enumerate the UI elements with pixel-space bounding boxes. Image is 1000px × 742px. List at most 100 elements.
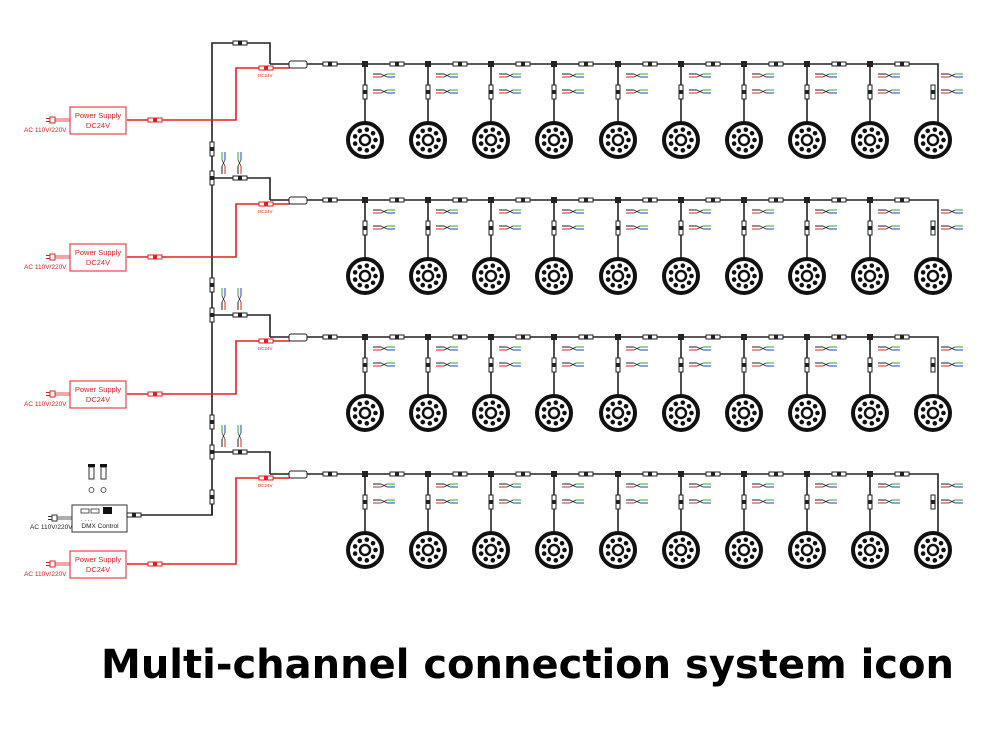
lamp-led bbox=[370, 130, 376, 136]
connector-icon bbox=[804, 494, 810, 510]
wire bbox=[443, 499, 451, 504]
wire bbox=[822, 483, 830, 488]
t-connector-icon bbox=[488, 197, 494, 203]
connector-icon bbox=[642, 334, 658, 340]
lamp-led bbox=[869, 148, 875, 153]
connector-nut bbox=[328, 471, 332, 477]
connector-icon bbox=[362, 220, 368, 236]
lamp-led bbox=[673, 419, 679, 425]
lamp-led bbox=[794, 270, 800, 275]
lamp-led bbox=[541, 407, 547, 412]
connector-nut bbox=[648, 197, 652, 203]
t-connector-icon bbox=[615, 197, 621, 203]
lamp-led bbox=[415, 407, 421, 412]
wire-splice-icon bbox=[562, 209, 584, 214]
lamp-led bbox=[878, 273, 883, 279]
lamp-led bbox=[541, 414, 547, 419]
wire-splice-icon bbox=[878, 362, 900, 367]
wire bbox=[633, 225, 641, 230]
t-connector-icon bbox=[678, 334, 684, 340]
lamp-led bbox=[553, 400, 559, 405]
underwater-lamp-icon bbox=[725, 394, 763, 432]
connector-nut bbox=[488, 500, 494, 504]
lamp-led bbox=[370, 266, 376, 272]
connector-nut bbox=[837, 61, 841, 67]
wire bbox=[696, 225, 704, 230]
connector-nut bbox=[867, 363, 873, 367]
lamp-led bbox=[357, 282, 363, 288]
wire bbox=[506, 89, 514, 94]
connector-icon bbox=[867, 357, 873, 373]
lamp-led bbox=[752, 273, 757, 279]
connector-nut bbox=[930, 90, 936, 94]
connector-icon bbox=[258, 475, 274, 481]
connector-icon bbox=[126, 512, 142, 518]
t-connector-icon bbox=[804, 197, 810, 203]
lamp-led bbox=[427, 263, 433, 268]
lamp-led bbox=[623, 130, 629, 136]
underwater-lamp-icon bbox=[346, 531, 384, 569]
lamp-led bbox=[433, 144, 439, 150]
lamp-led bbox=[364, 400, 370, 405]
lamp-led bbox=[559, 266, 565, 272]
lamp-led bbox=[799, 282, 805, 288]
lamp-led bbox=[878, 137, 883, 143]
lamp-led bbox=[932, 148, 938, 153]
lamp-led bbox=[415, 551, 421, 556]
lamp-led bbox=[869, 400, 875, 405]
lamp-center bbox=[358, 543, 372, 557]
connector-nut bbox=[584, 61, 588, 67]
ac-input-label: AC 110V/220V bbox=[24, 571, 67, 578]
wire bbox=[633, 73, 641, 78]
connector-icon bbox=[804, 357, 810, 373]
lamp-led bbox=[857, 414, 863, 419]
lamp-led bbox=[736, 556, 742, 562]
wire-splice-icon bbox=[878, 346, 900, 351]
connector-icon bbox=[578, 61, 594, 67]
connector-icon bbox=[232, 40, 248, 46]
t-connector-icon bbox=[615, 334, 621, 340]
connector-icon bbox=[209, 170, 215, 186]
lamp-led bbox=[433, 554, 439, 560]
lamp-led bbox=[357, 146, 363, 152]
lamp-led bbox=[920, 414, 926, 419]
terminator-icon bbox=[88, 466, 95, 480]
lamp-led bbox=[541, 134, 547, 139]
underwater-lamp-icon bbox=[535, 531, 573, 569]
underwater-lamp-icon bbox=[662, 394, 700, 432]
lamp-led bbox=[794, 407, 800, 412]
lamp-led bbox=[869, 263, 875, 268]
connector-icon bbox=[209, 414, 215, 430]
connector-nut bbox=[741, 363, 747, 367]
lamp-led bbox=[806, 284, 812, 289]
wire bbox=[506, 346, 514, 351]
lamp-led bbox=[862, 401, 868, 407]
lamp-led bbox=[743, 284, 749, 289]
lamp-led bbox=[941, 273, 946, 279]
connector-icon bbox=[578, 334, 594, 340]
lamp-led bbox=[736, 264, 742, 270]
lamp-led bbox=[686, 266, 692, 272]
connector-nut bbox=[521, 61, 525, 67]
lamp-led bbox=[925, 538, 931, 544]
lamp-led bbox=[794, 141, 800, 146]
lamp-led bbox=[352, 270, 358, 275]
lamp-led bbox=[436, 547, 441, 553]
lamp-led bbox=[496, 540, 502, 546]
lamp-led bbox=[478, 134, 484, 139]
lamp-led bbox=[938, 144, 944, 150]
wire bbox=[633, 209, 641, 214]
lamp-led bbox=[925, 556, 931, 562]
connector-icon bbox=[578, 197, 594, 203]
lamp-center bbox=[547, 543, 561, 557]
connector-nut bbox=[867, 500, 873, 504]
wire-splice-icon bbox=[815, 209, 837, 214]
lamp-led bbox=[743, 558, 749, 563]
lamp-center bbox=[674, 406, 688, 420]
connector-nut bbox=[900, 197, 904, 203]
lamp-led bbox=[731, 551, 737, 556]
wire bbox=[696, 209, 704, 214]
power-supply-voltage: DC24V bbox=[86, 121, 110, 130]
lamp-led bbox=[626, 137, 631, 143]
lamp-led bbox=[483, 146, 489, 152]
